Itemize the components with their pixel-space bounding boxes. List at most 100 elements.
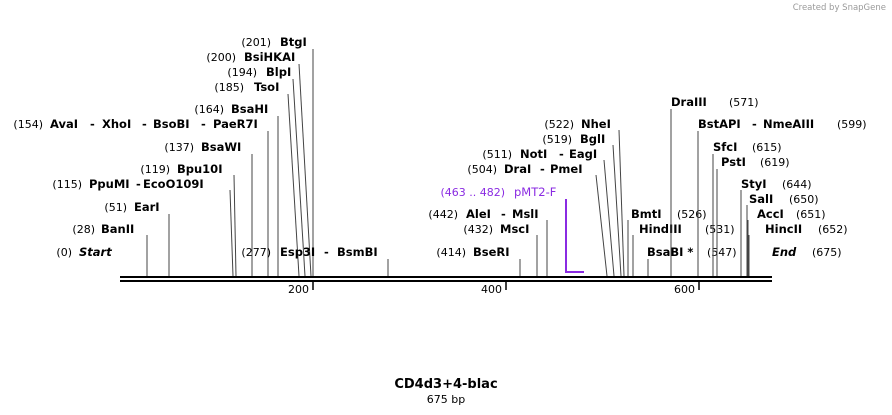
site-tick (603, 159, 615, 277)
site-tick (618, 129, 625, 277)
site-enzyme: BlpI (266, 65, 291, 79)
site-enzyme: BstAPI (698, 117, 741, 131)
site-enzyme: DraIII (671, 95, 707, 109)
site-position: (164) (194, 103, 224, 116)
site-enzyme: BanII (101, 222, 134, 236)
site-sfci[interactable]: SfcI (615) (712, 140, 782, 276)
site-enzyme: SalI (749, 192, 773, 206)
site-position: (526) (677, 208, 707, 221)
site-position: (115) (52, 178, 82, 191)
site-tsoi[interactable]: (185) TsoI (214, 80, 300, 277)
sequence-backbone (120, 276, 772, 282)
site-drai[interactable]: (504) DraI - PmeI (467, 162, 608, 277)
site-bseri[interactable]: (414) BseRI (436, 245, 521, 276)
site-enzyme: MslI (512, 207, 539, 221)
site-enzyme: BsaHI (231, 102, 268, 116)
site-position: (522) (544, 118, 574, 131)
axis: 200 400 600 (288, 282, 700, 296)
site-position: (651) (796, 208, 826, 221)
site-enzyme: EarI (134, 200, 160, 214)
site-bmti[interactable]: BmtI (526) (627, 207, 707, 276)
site-enzyme: DraI (504, 162, 531, 176)
site-position: (194) (227, 66, 257, 79)
site-enzyme: MscI (500, 222, 529, 236)
site-nhei[interactable]: (522) NheI (544, 117, 625, 277)
site-tick (612, 144, 622, 277)
site-sali[interactable]: SalI (650) (746, 192, 819, 276)
axis-tick-label: 200 (288, 283, 309, 296)
construct-size: 675 bp (427, 393, 465, 406)
site-separator: - (136, 177, 141, 191)
site-btgi[interactable]: (201) BtgI (241, 35, 314, 276)
primer-pmt2-f[interactable]: (463 .. 482) pMT2-F (440, 185, 584, 273)
site-blpi[interactable]: (194) BlpI (227, 65, 306, 277)
site-enzyme: BsiHKAI (244, 50, 295, 64)
site-position: (652) (818, 223, 848, 236)
site-position: (137) (164, 141, 194, 154)
site-position: (185) (214, 81, 244, 94)
site-psti[interactable]: PstI (619) (716, 155, 790, 276)
site-enzyme: PpuMI (89, 177, 130, 191)
site-draiii[interactable]: DraIII (571) (670, 95, 759, 276)
site-noti[interactable]: (511) NotI - EagI (482, 147, 615, 277)
site-enzyme: PaeR7I (213, 117, 258, 131)
site-enzyme: NheI (581, 117, 611, 131)
site-separator: - (559, 147, 564, 161)
site-position: (414) (436, 246, 466, 259)
primer-range: (463 .. 482) (440, 186, 505, 199)
site-enzyme: TsoI (254, 80, 279, 94)
site-bsihkai[interactable]: (200) BsiHKAI (206, 50, 312, 277)
axis-tick-label: 600 (674, 283, 695, 296)
site-position: (504) (467, 163, 497, 176)
site-avai[interactable]: (154) AvaI - XhoI - BsoBI - PaeR7I (13, 117, 269, 276)
site-position: (615) (752, 141, 782, 154)
site-position: (619) (760, 156, 790, 169)
site-ppumi[interactable]: (115) PpuMI - EcoO109I (52, 177, 234, 277)
site-position: (154) (13, 118, 43, 131)
site-position: (547) (707, 246, 737, 259)
site-bstapi[interactable]: BstAPI - NmeAIII (599) (697, 117, 867, 276)
site-position: (277) (241, 246, 271, 259)
site-bsawi[interactable]: (137) BsaWI (164, 140, 253, 276)
site-styi[interactable]: StyI (644) (740, 177, 812, 276)
site-bsabi[interactable]: BsaBI * (547) (647, 245, 737, 276)
site-position: (119) (140, 163, 170, 176)
sequence-end: End (675) (772, 245, 842, 259)
site-enzyme: BseRI (473, 245, 510, 259)
site-position: (201) (241, 36, 271, 49)
site-bgli[interactable]: (519) BglI (542, 132, 622, 277)
start-position: (0) (56, 246, 72, 259)
site-hincii[interactable]: HincII (652) (748, 222, 848, 276)
site-separator: - (142, 117, 147, 131)
site-enzyme: StyI (741, 177, 767, 191)
site-position: (644) (782, 178, 812, 191)
credit-text: Created by SnapGene (793, 3, 886, 13)
site-acci[interactable]: AccI (651) (747, 207, 826, 276)
site-alei[interactable]: (442) AleI - MslI (428, 207, 548, 276)
site-position: (442) (428, 208, 458, 221)
site-tick (287, 93, 300, 277)
site-esp3i[interactable]: (277) Esp3I - BsmBI (241, 245, 389, 276)
site-bpu10i[interactable]: (119) Bpu10I (140, 162, 237, 277)
site-position: (200) (206, 51, 236, 64)
site-eari[interactable]: (51) EarI (104, 200, 170, 276)
site-tick (595, 174, 608, 277)
site-separator: - (201, 117, 206, 131)
site-tick (298, 63, 312, 277)
site-enzyme: NmeAIII (763, 117, 814, 131)
end-position: (675) (812, 246, 842, 259)
site-enzyme: BtgI (280, 35, 307, 49)
snapgene-credit: Created by SnapGene (793, 3, 886, 13)
site-msci[interactable]: (432) MscI (463, 222, 538, 276)
site-position: (28) (72, 223, 95, 236)
site-enzyme: Bpu10I (177, 162, 222, 176)
site-enzyme: BglI (580, 132, 605, 146)
site-enzyme: HindIII (639, 222, 682, 236)
site-banii[interactable]: (28) BanII (72, 222, 148, 276)
site-enzyme: BsoBI (153, 117, 190, 131)
site-position: (51) (104, 201, 127, 214)
site-enzyme: BsmBI (337, 245, 378, 259)
site-enzyme: SfcI (713, 140, 737, 154)
site-bsahi[interactable]: (164) BsaHI (194, 102, 279, 276)
construct-info: CD4d3+4-blac 675 bp (394, 377, 497, 406)
